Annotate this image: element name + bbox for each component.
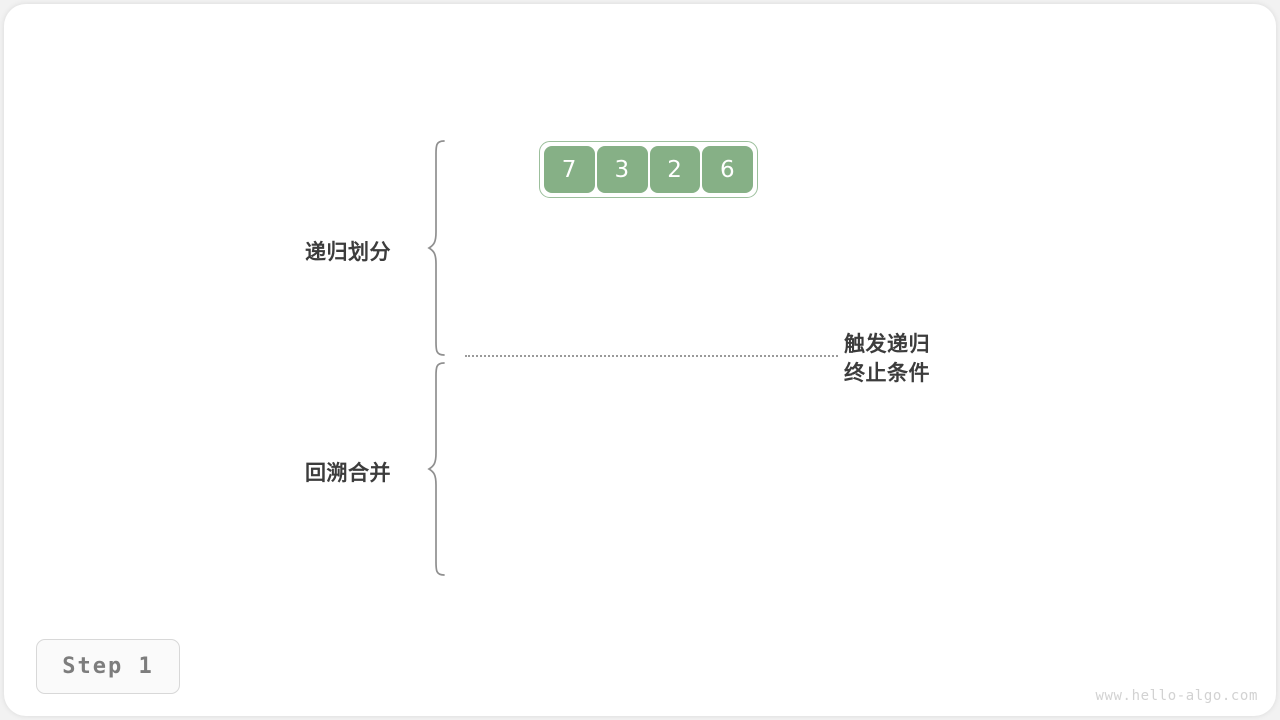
section-label-divide: 递归划分 <box>305 240 391 264</box>
array-container: 7 3 2 6 <box>539 141 758 198</box>
annotation-line-1: 触发递归 <box>844 332 930 356</box>
base-case-annotation: 触发递归 终止条件 <box>844 330 930 388</box>
array-cell: 7 <box>544 146 595 193</box>
watermark-url: www.hello-algo.com <box>1095 688 1258 704</box>
recursion-base-case-divider <box>465 355 838 357</box>
section-label-merge: 回溯合并 <box>305 461 391 485</box>
annotation-line-2: 终止条件 <box>844 361 930 385</box>
array-cell: 6 <box>702 146 753 193</box>
divide-brace-icon <box>427 140 445 356</box>
merge-brace-icon <box>427 362 445 576</box>
white-card-background <box>4 4 1276 716</box>
array-cell: 3 <box>596 146 648 193</box>
array-cell: 2 <box>649 146 701 193</box>
step-indicator-label: Step 1 <box>62 654 154 679</box>
step-indicator: Step 1 <box>36 639 180 694</box>
